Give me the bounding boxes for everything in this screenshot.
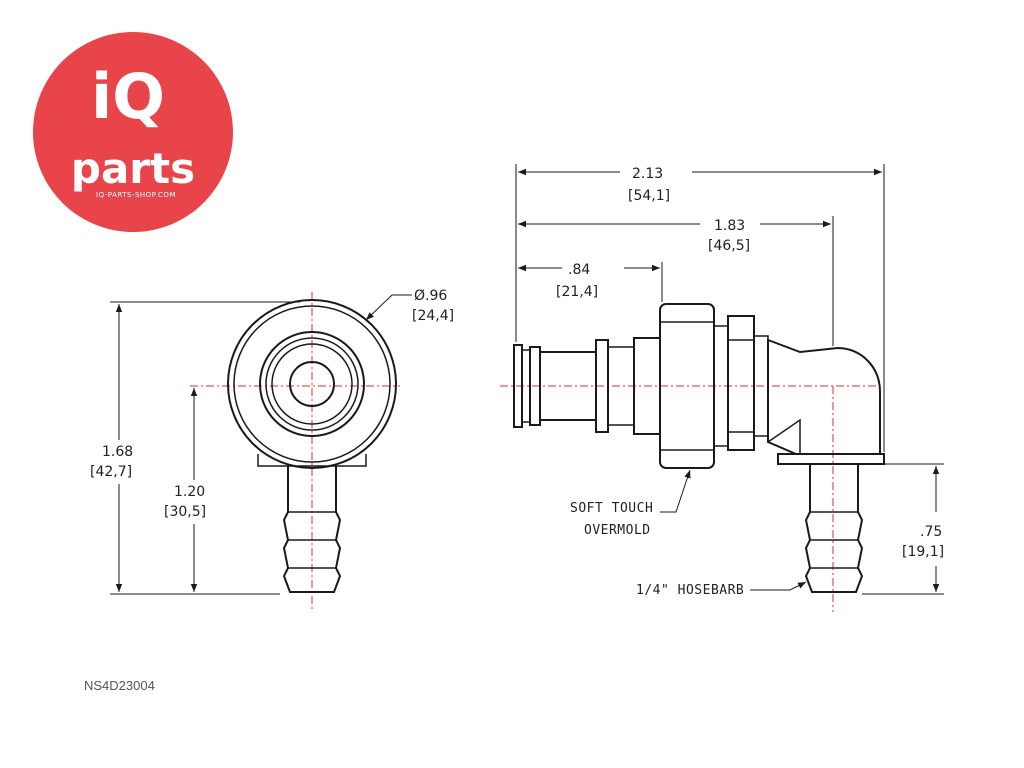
middle-ring-inner [265,337,359,431]
side-hosebarb [804,464,864,593]
hosebarb-label: 1/4" HOSEBARB [636,583,744,598]
front-center-height-mm-label: [30,5] [164,504,206,520]
front-center-height-label: 1.20 [174,484,205,500]
overmold-leader [660,469,691,513]
part-number: NS4D23004 [84,678,155,693]
front-height-mm-label: [42,7] [90,464,132,480]
tip-length-label: .84 [568,262,590,278]
logo-website: IQ-PARTS-SHOP.COM [96,191,176,199]
hosebarb-leader [750,581,807,591]
front-diameter-label: Ø.96 [414,288,447,304]
front-height-label: 1.68 [102,444,133,460]
iq-parts-logo: iQ parts IQ-PARTS-SHOP.COM [33,32,233,232]
side-view [500,164,944,612]
front-view [110,292,412,612]
elbow-web [767,418,801,454]
elbow-body [767,338,881,455]
front-hosebarb [282,466,342,593]
inner-ring [271,343,353,425]
overmold-label-line1: SOFT TOUCH [570,501,653,516]
logo-brand-bottom: parts [71,144,195,193]
hex-nut [727,315,755,451]
bore [289,361,335,407]
overmold-label-line2: OVERMOLD [584,523,651,538]
middle-ring [259,331,365,437]
diameter-leader [365,294,412,321]
front-base-tab [257,454,367,467]
center-length-label: 1.83 [714,218,745,234]
side-base-plate [777,453,885,465]
outer-ring-inner [233,305,391,463]
outer-ring [227,299,397,469]
overall-length-mm-label: [54,1] [628,188,670,204]
logo-brand-top: iQ [91,60,165,133]
front-diameter-mm-label: [24,4] [412,308,454,324]
overall-length-label: 2.13 [632,166,663,182]
barb-height-mm-label: [19,1] [902,544,944,560]
barb-height-label: .75 [920,524,942,540]
center-length-mm-label: [46,5] [708,238,750,254]
logo-circle [33,32,233,232]
tip-length-mm-label: [21,4] [556,284,598,300]
